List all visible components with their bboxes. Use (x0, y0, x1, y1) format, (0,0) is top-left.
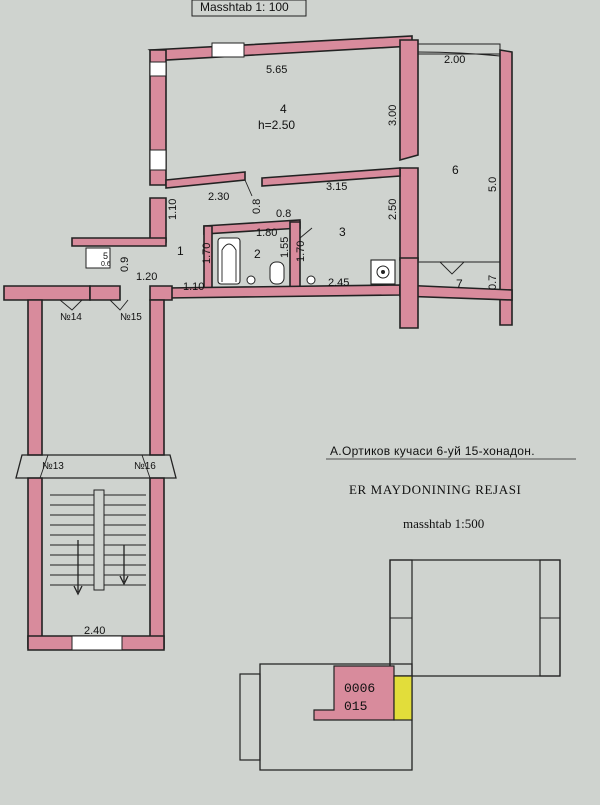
dim-label: 1.70 (295, 241, 307, 262)
apartment-walls (71, 35, 513, 329)
dim-label: 1.70 (201, 243, 213, 264)
dim-label: 2.40 (84, 625, 105, 637)
apartment-number: №14 (60, 312, 82, 323)
dimension-labels: 5.65 2.00 3.00 5.0 2.30 3.15 1.10 0.8 0.… (84, 54, 499, 637)
dim-label: 0.6 (101, 261, 111, 268)
dim-label: 0.7 (487, 275, 499, 290)
dim-label: 3.15 (326, 181, 347, 193)
dim-label: 5.0 (487, 177, 499, 192)
room-height: h=2.50 (258, 118, 295, 132)
dim-label: 1.55 (279, 237, 291, 258)
dim-label: 2.50 (387, 199, 399, 220)
room-number: 2 (254, 247, 261, 261)
apartment-number: №13 (42, 461, 64, 472)
room-number: 1 (177, 244, 184, 258)
site-plan: 0006 015 (239, 559, 561, 771)
address-line: А.Ортиков кучаси 6-уй 15-хонадон. (330, 444, 535, 458)
dim-label: 0.9 (119, 257, 131, 272)
parcel-code: 015 (344, 699, 367, 714)
plan-scale: masshtab 1:500 (403, 516, 484, 531)
scale-header: Masshtab 1: 100 (200, 0, 289, 14)
dim-label: 5 (103, 251, 108, 261)
room-number: 3 (339, 225, 346, 239)
dim-label: 3.00 (387, 105, 399, 126)
parcel-highlight (393, 675, 413, 721)
scale-header-box (191, 0, 307, 17)
dim-label: 2.30 (208, 191, 229, 203)
stairwell-walls (3, 285, 177, 651)
dim-label: 0.8 (276, 208, 291, 220)
dim-label: 2.45 (328, 277, 349, 289)
parcel-code: 0006 (344, 681, 375, 696)
room-number: 4 (280, 102, 287, 116)
apartment-number: №16 (134, 461, 156, 472)
apartment-number: №15 (120, 312, 142, 323)
dim-label: 2.00 (444, 54, 465, 66)
fixtures (85, 179, 465, 285)
dim-label: 1.10 (183, 281, 204, 293)
apartment-labels: №14 №15 №13 №16 (42, 312, 156, 472)
room-labels: 4 h=2.50 6 3 1 2 7 (177, 102, 463, 291)
dim-label: 0.8 (251, 199, 263, 214)
room-number: 6 (452, 163, 459, 177)
plan-title: ER MAYDONINING REJASI (349, 482, 521, 497)
dim-label: 1.80 (256, 227, 277, 239)
dim-label: 1.20 (136, 271, 157, 283)
dim-label: 1.10 (167, 199, 179, 220)
room-number: 7 (456, 277, 463, 291)
dim-label: 5.65 (266, 64, 287, 76)
